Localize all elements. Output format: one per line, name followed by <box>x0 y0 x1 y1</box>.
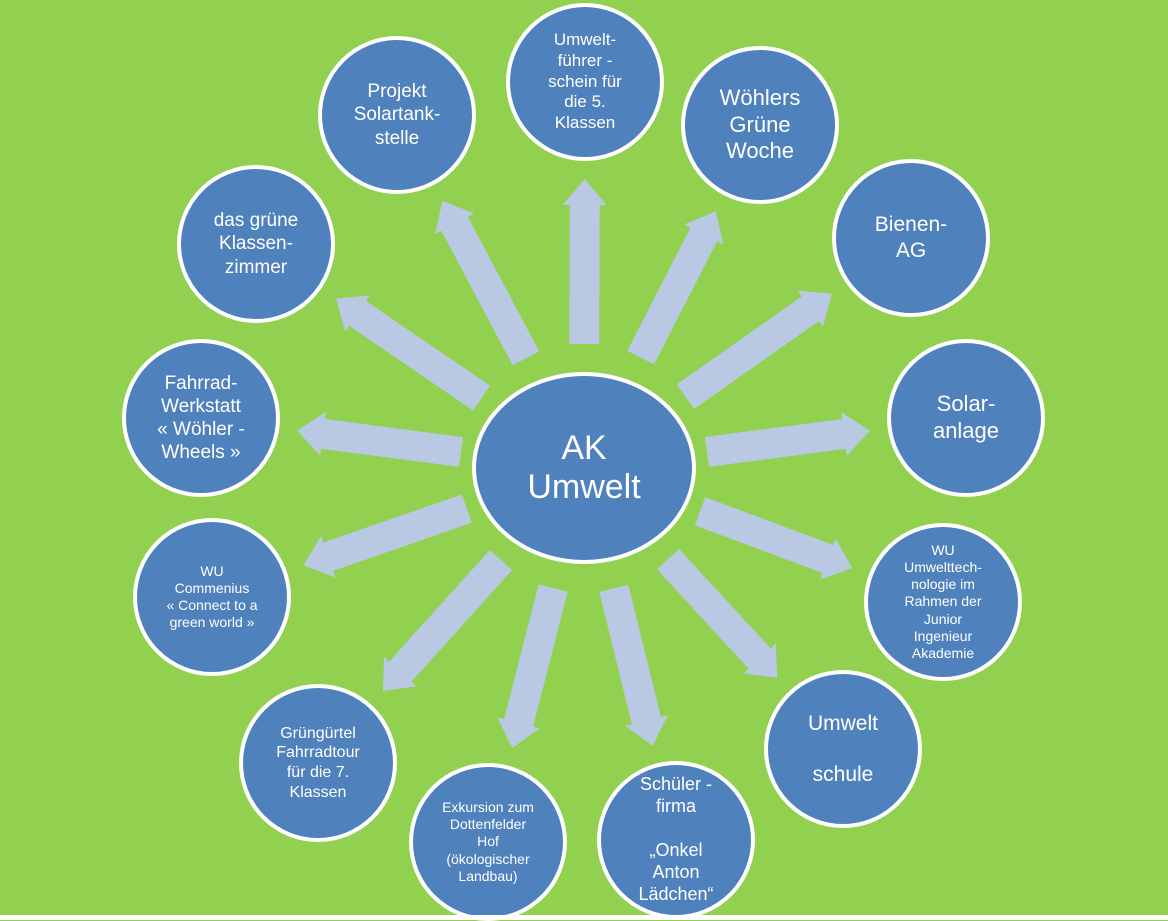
node-label: das grüne Klassen- zimmer <box>213 210 299 278</box>
node-label: WU Commenius « Connect to a green world … <box>166 562 258 631</box>
node-schuelerfirma: Schüler - firma „Onkel Anton Lädchen“ <box>597 761 755 919</box>
node-label: Bienen- AG <box>874 213 948 262</box>
center-node-ak-umwelt: AK Umwelt <box>472 372 696 564</box>
node-exkursion-dottenfelder-hof: Exkursion zum Dottenfelder Hof (ökologis… <box>409 763 567 921</box>
node-label: Schüler - firma „Onkel Anton Lädchen“ <box>638 774 714 904</box>
arrow-to-wu-umwelttechnologie <box>694 497 853 580</box>
node-woehlers-gruene-woche: Wöhlers Grüne Woche <box>681 46 839 204</box>
node-label: Umwelt- führer - schein für die 5. Klass… <box>548 30 622 133</box>
arrow-to-gruenes-klassenzimmer <box>336 295 491 411</box>
arrow-to-woehlers-gruene-woche <box>627 211 724 365</box>
node-fahrrad-werkstatt: Fahrrad- Werkstatt « Wöhler - Wheels » <box>122 339 280 497</box>
arrow-to-schuelerfirma <box>599 584 668 746</box>
center-node-label: AK Umwelt <box>527 428 641 506</box>
arrow-to-fahrrad-werkstatt <box>297 412 463 467</box>
node-wu-umwelttechnologie: WU Umwelttech- nologie im Rahmen der Jun… <box>864 523 1022 681</box>
node-gruenes-klassenzimmer: das grüne Klassen- zimmer <box>177 165 335 323</box>
node-label: Exkursion zum Dottenfelder Hof (ökologis… <box>442 799 534 884</box>
node-umweltfuehrerschein: Umwelt- führer - schein für die 5. Klass… <box>506 3 664 161</box>
node-gruenguertel-fahrradtour: Grüngürtel Fahrradtour für die 7. Klasse… <box>239 684 397 842</box>
arrow-to-projekt-solartankstelle <box>435 200 540 366</box>
arrow-to-gruenguertel-fahrradtour <box>383 550 513 691</box>
arrow-to-umweltschule <box>657 549 778 678</box>
arrow-to-exkursion-dottenfelder-hof <box>497 584 568 748</box>
node-label: WU Umwelttech- nologie im Rahmen der Jun… <box>904 542 982 661</box>
node-bienen-ag: Bienen- AG <box>832 159 990 317</box>
arrow-to-bienen-ag <box>676 290 832 409</box>
node-projekt-solartankstelle: Projekt Solartank- stelle <box>318 36 476 194</box>
node-label: Wöhlers Grüne Woche <box>719 84 801 164</box>
node-umweltschule: Umwelt schule <box>764 670 922 828</box>
arrow-to-umweltfuehrerschein <box>562 179 607 344</box>
arrow-to-solaranlage <box>705 412 870 467</box>
node-label: Fahrrad- Werkstatt « Wöhler - Wheels » <box>157 372 245 464</box>
node-label: Umwelt schule <box>807 711 878 786</box>
node-solaranlage: Solar- anlage <box>887 339 1045 497</box>
node-label: Grüngürtel Fahrradtour für die 7. Klasse… <box>276 724 360 801</box>
node-label: Solar- anlage <box>932 391 1000 443</box>
node-wu-commenius: WU Commenius « Connect to a green world … <box>133 518 291 676</box>
arrow-to-wu-commenius <box>303 494 472 578</box>
bottom-border-line <box>0 915 1168 920</box>
node-label: Projekt Solartank- stelle <box>353 81 441 149</box>
